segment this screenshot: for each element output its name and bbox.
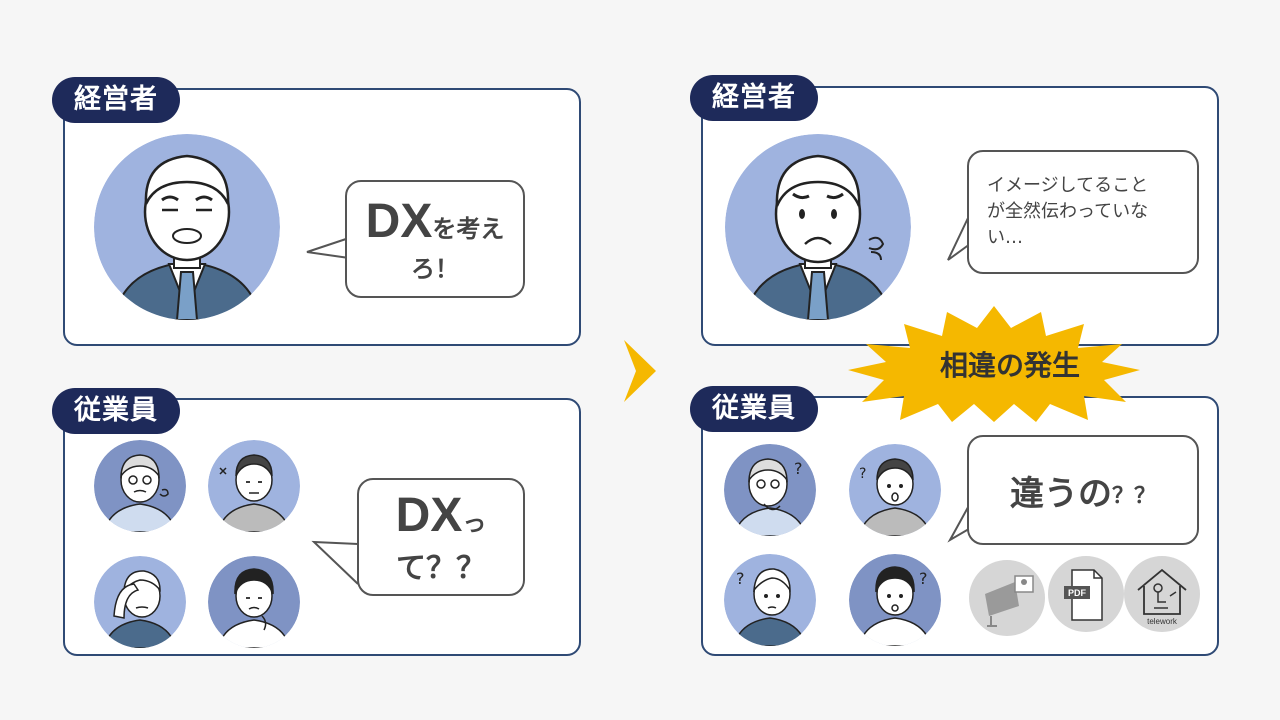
right-employee-avatar-1: ? (724, 444, 816, 536)
right-employee-bubble-main: 違うの (1009, 473, 1112, 514)
right-employee-avatar-4: ? (849, 554, 941, 646)
left-employee-bubble-text1: っ (462, 508, 487, 537)
left-executive-bubble-dx: DX (365, 195, 433, 248)
left-employee-avatar-4 (208, 556, 300, 648)
left-employee-bubble-text2: て？？ (396, 550, 486, 586)
left-executive-tag: 経営者 (52, 77, 180, 123)
left-employee-avatar-1 (94, 440, 186, 532)
pdf-icon: PDF (1048, 556, 1124, 632)
right-executive-tag: 経営者 (690, 75, 818, 121)
pdf-icon-label: PDF (1068, 588, 1087, 598)
left-employee-avatar-2 (208, 440, 300, 532)
video-meeting-icon (969, 560, 1045, 636)
discrepancy-label: 相違の発生 (939, 349, 1080, 382)
right-executive-bubble-line2: が全然伝わっていな (987, 201, 1149, 222)
right-employee-avatar-2: ? (849, 444, 941, 536)
right-employee-avatar-3: ? (724, 554, 816, 646)
right-executive-bubble-tail (947, 217, 971, 261)
right-executive-bubble-line1: イメージしてること (987, 175, 1149, 196)
telework-icon-label: telework (1147, 617, 1178, 626)
svg-text:?: ? (736, 569, 745, 588)
telework-icon: telework (1124, 556, 1200, 632)
discrepancy-burst-icon (848, 306, 1140, 422)
left-executive-speech-bubble: DXを考え ろ！ (345, 180, 525, 298)
svg-text:?: ? (919, 569, 928, 588)
transition-arrow-icon (624, 340, 656, 402)
left-employee-speech-bubble: DXっ て？？ (357, 478, 525, 596)
left-executive-avatar (94, 134, 280, 320)
right-executive-speech-bubble: イメージしてること が全然伝わっていな い… (967, 150, 1199, 274)
svg-text:?: ? (859, 466, 866, 482)
svg-text:?: ? (794, 459, 803, 478)
right-executive-bubble-line3: い… (987, 227, 1023, 248)
right-employee-bubble-suffix: ？？ (1111, 484, 1156, 509)
right-employee-speech-bubble: 違うの？？ (967, 435, 1199, 545)
left-employee-bubble-dx: DX (395, 488, 463, 542)
left-employee-avatar-3 (94, 556, 186, 648)
right-employee-tag: 従業員 (690, 386, 818, 432)
left-employee-bubble-tail (311, 540, 359, 585)
left-executive-bubble-tail (306, 237, 350, 259)
left-executive-bubble-text2: ろ！ (411, 255, 459, 283)
left-executive-bubble-text1: を考え (432, 215, 505, 243)
right-executive-avatar (725, 134, 911, 320)
left-employee-tag: 従業員 (52, 388, 180, 434)
